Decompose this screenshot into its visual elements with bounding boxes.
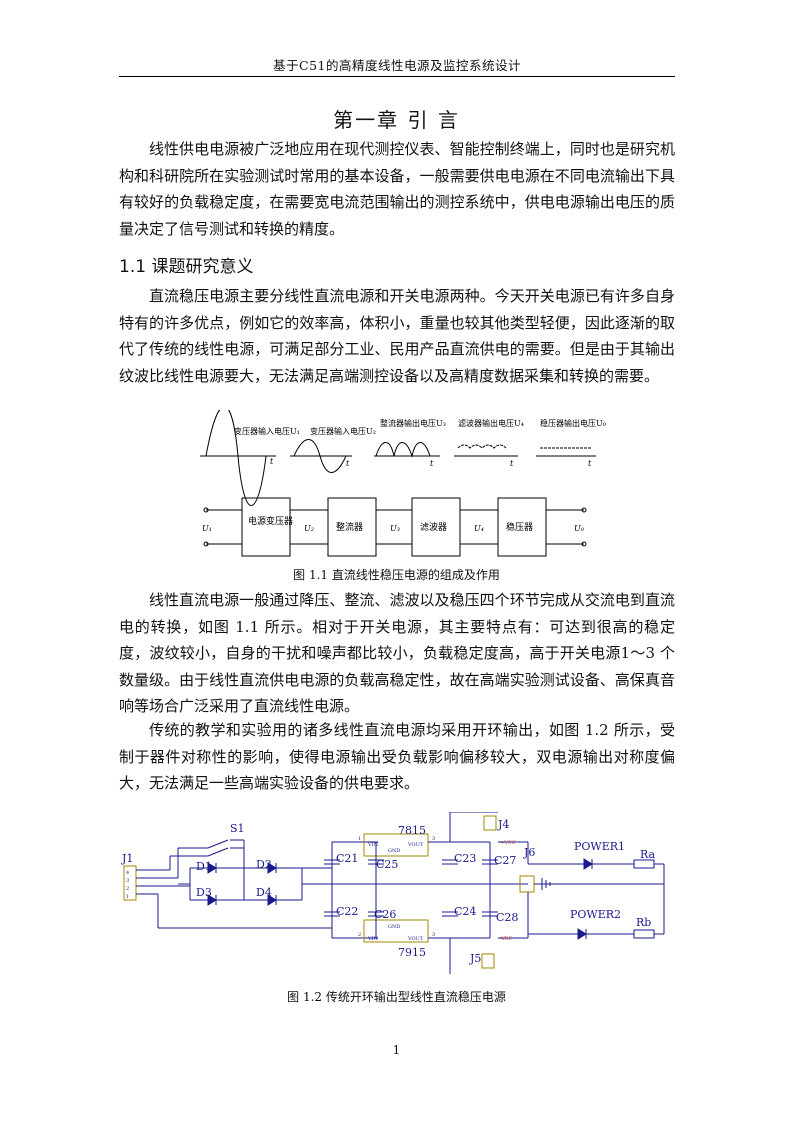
pin-number: 4 bbox=[126, 870, 129, 876]
connector-j1 bbox=[123, 865, 137, 901]
pin-label: VIN bbox=[367, 936, 379, 942]
pin-number: 3 bbox=[432, 836, 435, 842]
led-power2 bbox=[577, 928, 587, 940]
label-ra: Ra bbox=[640, 848, 656, 861]
net-label-vcc: +VCC bbox=[500, 840, 516, 846]
wave-label: 变压器输入电压U₁ bbox=[234, 426, 300, 436]
capacitor-c28 bbox=[482, 911, 498, 917]
connector-j4 bbox=[483, 815, 497, 831]
diode-d3 bbox=[207, 894, 217, 906]
waveform-filtered bbox=[457, 444, 507, 449]
pin-label: VOUT bbox=[407, 936, 424, 942]
figure-1-1-caption: 图 1.1 直流线性稳压电源的组成及作用 bbox=[293, 568, 500, 582]
label-d2: D2 bbox=[256, 858, 272, 871]
waveform-input bbox=[205, 410, 267, 506]
pin-label: GND bbox=[388, 924, 400, 930]
t-label: t bbox=[270, 457, 274, 466]
block-regulator bbox=[497, 497, 547, 557]
label-s1: S1 bbox=[230, 822, 245, 835]
label-d4: D4 bbox=[256, 886, 272, 899]
block-filter bbox=[411, 497, 461, 557]
resistor-rb bbox=[633, 929, 655, 939]
regulator-7915 bbox=[363, 919, 429, 943]
pin-number: 3 bbox=[126, 878, 129, 884]
label-c24: C24 bbox=[454, 905, 476, 918]
connector-j5 bbox=[481, 953, 495, 969]
figure-1-1-block-diagram: 变压器输入电压U₁ 变压器输入电压U₂ 整流器输出电压U₃ 滤波器输出电压U₄ … bbox=[200, 410, 606, 557]
diode-d2 bbox=[267, 862, 277, 874]
label-j5: J5 bbox=[469, 952, 481, 965]
block-label-transformer: 电源变压器 bbox=[248, 515, 293, 527]
wave-label: 稳压器输出电压U₀ bbox=[540, 418, 606, 428]
label-rb: Rb bbox=[636, 916, 651, 929]
paragraph-intro: 线性供电电源被广泛地应用在现代测控仪表、智能控制终端上，同时也是研究机构和科研院… bbox=[119, 140, 675, 238]
pin-label: VOUT bbox=[407, 842, 424, 848]
t-label: t bbox=[346, 459, 350, 468]
running-header: 基于C51的高精度线性电源及监控系统设计 bbox=[273, 58, 521, 73]
figure-1-2-circuit: S1 J1 D1 D2 D3 D4 C21 C25 C23 C27 C22 C2… bbox=[121, 812, 665, 974]
led-power1 bbox=[583, 858, 593, 870]
switch-s1 bbox=[207, 839, 229, 849]
chapter-title: 第一章 引 言 bbox=[333, 108, 460, 132]
label-c23: C23 bbox=[454, 852, 476, 865]
section-heading: 1.1 课题研究意义 bbox=[119, 257, 254, 277]
paragraph-linear-features: 线性直流电源一般通过降压、整流、滤波以及稳压四个环节完成从交流电到直流电的转换，… bbox=[119, 591, 675, 715]
wave-label: 变压器输入电压U₂ bbox=[310, 426, 376, 436]
diode-d4 bbox=[267, 894, 277, 906]
capacitor-c21 bbox=[324, 859, 340, 865]
pin-label: VIN bbox=[367, 842, 379, 848]
block-label-filter: 滤波器 bbox=[420, 521, 447, 533]
header-rule bbox=[119, 76, 675, 77]
label-power1: POWER1 bbox=[574, 840, 625, 853]
pin-label: GND bbox=[388, 848, 400, 854]
label-c26: C26 bbox=[374, 908, 396, 921]
block-transformer bbox=[241, 497, 291, 557]
label-c22: C22 bbox=[336, 905, 358, 918]
capacitor-c23 bbox=[442, 859, 458, 865]
diode-d1 bbox=[207, 862, 217, 874]
label-j4: J4 bbox=[497, 818, 509, 831]
node-label: U₂ bbox=[304, 524, 314, 533]
waveform-rectified bbox=[375, 442, 431, 458]
label-c28: C28 bbox=[496, 911, 518, 924]
node-label: U₁ bbox=[202, 524, 212, 533]
label-power2: POWER2 bbox=[570, 908, 621, 921]
page-number: 1 bbox=[392, 1043, 401, 1057]
label-d1: D1 bbox=[196, 860, 212, 873]
wave-label: 整流器输出电压U₃ bbox=[380, 418, 446, 428]
figure-1-2-caption: 图 1.2 传统开环输出型线性直流稳压电源 bbox=[287, 990, 506, 1004]
label-7915: 7915 bbox=[398, 946, 426, 959]
t-label: t bbox=[430, 459, 434, 468]
capacitor-c22 bbox=[324, 911, 340, 917]
pin-number: 1 bbox=[126, 894, 129, 900]
label-7815: 7815 bbox=[398, 824, 426, 837]
label-c27: C27 bbox=[494, 854, 516, 867]
block-label-rectifier: 整流器 bbox=[336, 521, 363, 533]
capacitor-c27 bbox=[482, 859, 498, 865]
pin-number: 2 bbox=[358, 932, 361, 938]
node-label: U₄ bbox=[474, 524, 484, 533]
paragraph-open-loop: 传统的教学和实验用的诸多线性直流电源均采用开环输出，如图 1.2 所示，受制于器… bbox=[119, 721, 675, 792]
t-label: t bbox=[510, 459, 514, 468]
node-label: U₃ bbox=[390, 524, 400, 533]
resistor-ra bbox=[633, 859, 655, 869]
label-c25: C25 bbox=[376, 858, 398, 871]
regulator-7815 bbox=[363, 833, 429, 857]
block-label-regulator: 稳压器 bbox=[506, 521, 533, 533]
label-j6: J6 bbox=[523, 846, 535, 859]
paragraph-significance: 直流稳压电源主要分线性直流电源和开关电源两种。今天开关电源已有许多自身特有的许多… bbox=[119, 287, 675, 385]
wave-label: 滤波器输出电压U₄ bbox=[458, 418, 524, 428]
capacitor-c24 bbox=[442, 911, 458, 917]
node-label: U₀ bbox=[574, 524, 585, 533]
label-d3: D3 bbox=[196, 886, 212, 899]
label-j1: J1 bbox=[121, 852, 133, 865]
t-label: t bbox=[588, 459, 592, 468]
pin-number: 1 bbox=[358, 836, 361, 842]
label-c21: C21 bbox=[336, 852, 358, 865]
pin-number: 3 bbox=[432, 932, 435, 938]
pin-number: 2 bbox=[126, 886, 129, 892]
net-label-vee: -VEE bbox=[500, 936, 513, 942]
block-rectifier bbox=[327, 497, 377, 557]
